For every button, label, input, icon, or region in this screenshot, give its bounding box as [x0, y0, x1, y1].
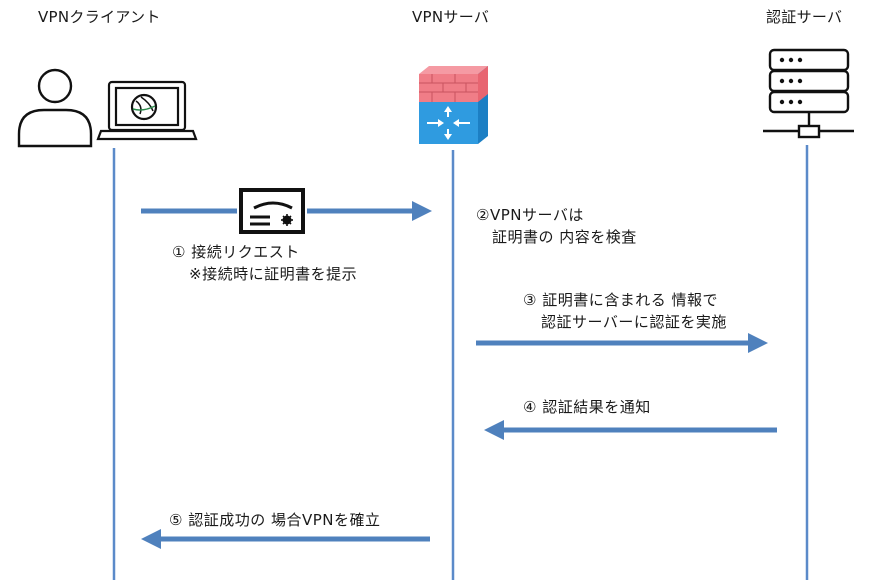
user-icon [17, 68, 93, 148]
step1-label: ① 接続リクエスト [172, 243, 300, 261]
step2-label-line2: 証明書の 内容を検査 [492, 228, 637, 246]
header-auth-server: 認証サーバ [766, 8, 843, 26]
server-icon [763, 48, 854, 139]
header-vpn-client: VPNクライアント [38, 8, 161, 26]
step1-note: ※接続時に証明書を提示 [189, 265, 358, 283]
step3-label-line2: 認証サーバーに認証を実施 [541, 313, 727, 331]
step5-label: ⑤ 認証成功の 場合VPNを確立 [169, 511, 381, 529]
firewall-router-icon [419, 66, 488, 144]
step4-label: ④ 認証結果を通知 [523, 398, 651, 416]
certificate-icon [237, 186, 307, 236]
step3-label: ③ 証明書に含まれる 情報で [523, 291, 718, 309]
step2-label: ②VPNサーバは [476, 206, 584, 224]
header-vpn-server: VPNサーバ [412, 8, 490, 26]
laptop-icon [96, 80, 198, 141]
